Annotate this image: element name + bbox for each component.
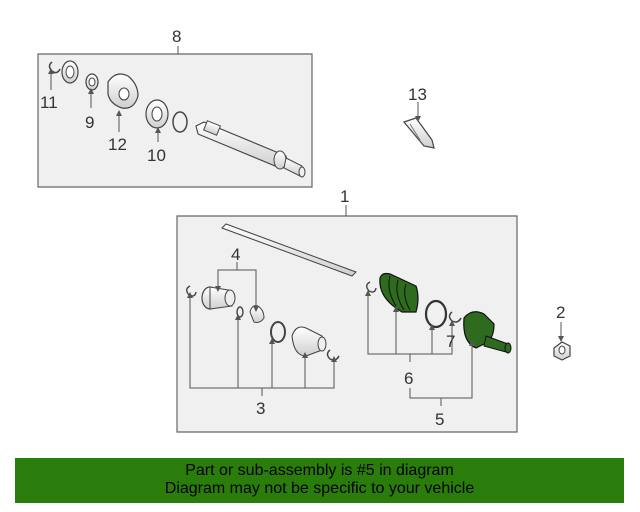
inner-joint-housing — [201, 286, 236, 310]
outer-joint-green[interactable] — [463, 311, 512, 354]
callout-6: 6 — [404, 369, 413, 388]
inner-clip-small — [236, 306, 244, 318]
axle-shaft — [221, 223, 357, 277]
inner-boot — [291, 326, 327, 357]
inner-ring — [270, 321, 286, 343]
subassembly-box-8: 8 11 9 12 — [37, 27, 313, 188]
ring-part-9[interactable] — [85, 73, 99, 91]
callout-3: 3 — [256, 399, 265, 418]
callout-4: 4 — [231, 245, 240, 264]
outer-clamp — [424, 299, 448, 329]
nut-part-2[interactable] — [553, 341, 571, 361]
inner-clamp — [326, 349, 340, 361]
info-banner: Part or sub-assembly is #5 in diagram Di… — [15, 458, 624, 503]
callout-12: 12 — [108, 135, 127, 154]
callout-8: 8 — [172, 27, 181, 46]
assembly-box-1: 1 — [176, 187, 518, 433]
callout-1: 1 — [340, 187, 349, 206]
callout-11: 11 — [40, 93, 58, 112]
callout-9: 9 — [85, 113, 94, 132]
callout-2: 2 — [556, 303, 565, 322]
ring-part — [61, 60, 79, 84]
bearing-part-10[interactable] — [145, 99, 188, 133]
callout-13: 13 — [408, 85, 427, 104]
intermediate-shaft — [195, 120, 306, 178]
outer-clip — [366, 281, 377, 293]
callout-5: 5 — [435, 410, 444, 429]
banner-line-1: Part or sub-assembly is #5 in diagram — [185, 462, 454, 479]
banner-line-2: Diagram may not be specific to your vehi… — [164, 480, 475, 497]
bracket-part-13[interactable] — [402, 117, 435, 149]
outer-boot-green[interactable] — [379, 272, 419, 313]
inner-tripod — [249, 305, 265, 323]
callout-7: 7 — [446, 332, 455, 351]
callout-10: 10 — [147, 146, 166, 165]
tripod-part-12[interactable] — [107, 73, 139, 109]
